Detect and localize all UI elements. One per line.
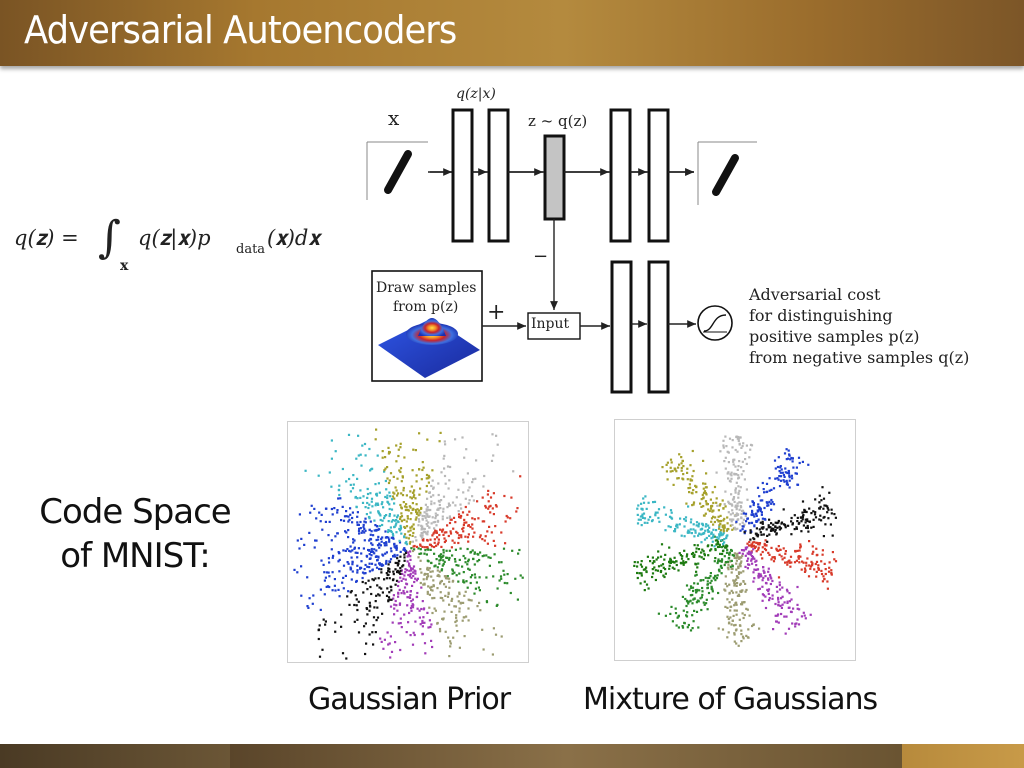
discriminator-input-box — [527, 312, 581, 340]
encoder-layer-1 — [451, 108, 474, 243]
formula-pdata-subscript: data — [236, 242, 266, 257]
gaussian-prior-scatter — [287, 421, 529, 663]
formula-rhs-end: (𝐱)d𝐱 — [267, 226, 320, 250]
decoder-layer-1 — [609, 108, 632, 243]
caption-mixture: Mixture of Gaussians — [583, 682, 878, 717]
formula-lhs: q(𝐳) = — [14, 226, 79, 250]
sigmoid-icon — [697, 305, 733, 341]
decoder-layer-2 — [647, 108, 670, 243]
adversarial-line-4: from negative samples q(z) — [749, 348, 970, 367]
plus-sign: + — [487, 300, 506, 325]
title-bar: Adversarial Autoencoders — [0, 0, 1024, 66]
latent-code-z — [543, 134, 566, 221]
reconstruction-image — [697, 141, 757, 205]
label-z-sim-qz: z ~ q(z) — [528, 112, 588, 130]
adversarial-line-2: for distinguishing — [749, 306, 893, 325]
code-space-label: Code Space of MNIST: — [20, 490, 250, 578]
input-label: Input — [531, 316, 570, 332]
formula-rhs-start: q(𝐳|𝐱)p — [138, 226, 211, 250]
footer-strip — [0, 744, 1024, 768]
formula-integral-subscript: 𝐱 — [120, 258, 129, 274]
digit-one-input — [384, 150, 412, 194]
draw-samples-line2: from p(z) — [393, 299, 459, 315]
adversarial-line-1: Adversarial cost — [749, 285, 881, 304]
label-q-z-given-x: q(z|x) — [456, 86, 496, 102]
draw-samples-line1: Draw samples — [376, 280, 477, 296]
slide-title: Adversarial Autoencoders — [24, 8, 457, 52]
formula-integral: ∫ — [98, 212, 121, 263]
adversarial-line-3: positive samples p(z) — [749, 327, 920, 346]
digit-one-output — [712, 154, 739, 196]
encoder-layer-2 — [487, 108, 510, 243]
input-image — [366, 141, 428, 200]
adversarial-cost-text: Adversarial cost for distinguishing posi… — [749, 284, 969, 368]
marginal-formula: q(𝐳) = ∫ 𝐱 q(𝐳|𝐱)p data (𝐱)d𝐱 — [14, 212, 320, 282]
discriminator-layer-2 — [647, 260, 670, 394]
code-space-line2: of MNIST: — [60, 536, 210, 576]
gaussian-surface-plot — [378, 318, 480, 378]
caption-gaussian-prior: Gaussian Prior — [308, 682, 511, 717]
code-space-line1: Code Space — [39, 492, 231, 532]
minus-sign: − — [533, 246, 549, 267]
discriminator-layer-1 — [610, 260, 633, 394]
mixture-gaussians-scatter — [614, 419, 856, 661]
label-x: x — [388, 106, 400, 130]
aae-architecture-diagram — [366, 108, 757, 394]
